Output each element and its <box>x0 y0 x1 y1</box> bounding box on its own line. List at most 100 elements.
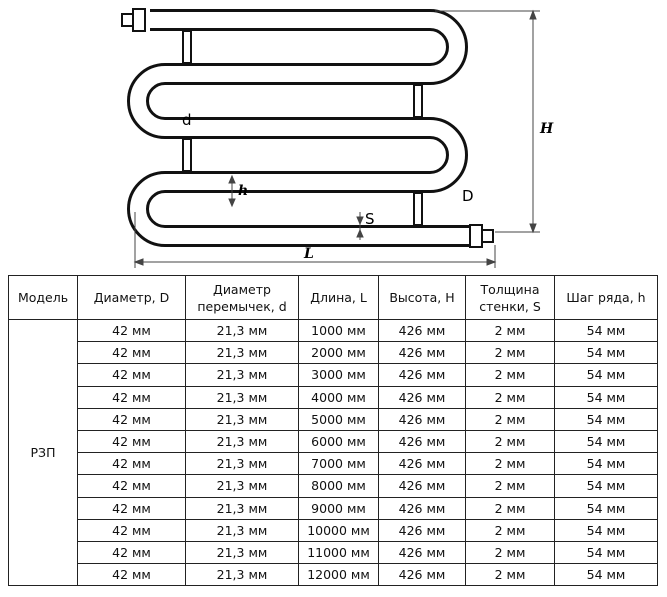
column-header-text: Шаг ряда, h <box>566 290 646 305</box>
table-cell: 54 мм <box>554 429 658 454</box>
table-cell: 42 мм <box>77 341 186 365</box>
table-cell: 426 мм <box>378 363 466 387</box>
table-cell: 2 мм <box>465 341 555 365</box>
column-header: Длина, L <box>298 275 379 320</box>
table-cell: 12000 мм <box>298 563 379 587</box>
pitch-dimension <box>228 174 236 208</box>
table-cell: 21,3 мм <box>185 540 299 565</box>
table-cell: 2 мм <box>465 540 555 565</box>
table-cell: 42 мм <box>77 540 186 565</box>
table-cell: 2 мм <box>465 363 555 387</box>
table-cell: 42 мм <box>77 474 186 498</box>
register-drawing: H L h S d D <box>121 8 554 268</box>
table-cell: 42 мм <box>77 452 186 476</box>
table-cell: 426 мм <box>378 429 466 454</box>
table-cell: 11000 мм <box>298 540 379 565</box>
table-cell: 54 мм <box>554 540 658 565</box>
table-cell: 21,3 мм <box>185 341 299 365</box>
column-header-text: Длина, L <box>310 290 367 305</box>
table-cell: 2 мм <box>465 385 555 409</box>
pitch-label: h <box>238 183 248 199</box>
table-cell: 42 мм <box>77 363 186 387</box>
model-cell: РЗП <box>8 318 78 587</box>
column-header-text: перемычек, d <box>197 298 287 314</box>
height-label: H <box>539 121 554 137</box>
table-cell: 2 мм <box>465 518 555 542</box>
length-label: L <box>303 246 314 262</box>
table-cell: 21,3 мм <box>185 429 299 454</box>
table-cell: 21,3 мм <box>185 318 299 343</box>
table-cell: 42 мм <box>77 318 186 343</box>
table-cell: 2 мм <box>465 452 555 476</box>
length-dimension <box>133 212 497 268</box>
column-header-text: Диаметр <box>213 281 271 297</box>
table-cell: 21,3 мм <box>185 496 299 520</box>
column-header-text: стенки, S <box>479 298 541 314</box>
column-header: Диаметр, D <box>77 275 186 320</box>
table-cell: 2000 мм <box>298 341 379 365</box>
table-cell: 2 мм <box>465 407 555 431</box>
jumpers <box>182 30 423 226</box>
table-cell: 426 мм <box>378 318 466 343</box>
table-cell: 54 мм <box>554 407 658 431</box>
table-cell: 1000 мм <box>298 318 379 343</box>
table-cell: 54 мм <box>554 363 658 387</box>
table-cell: 2 мм <box>465 563 555 587</box>
column-header: Шаг ряда, h <box>554 275 658 320</box>
table-cell: 21,3 мм <box>185 474 299 498</box>
column-header: Высота, H <box>378 275 466 320</box>
table-cell: 426 мм <box>378 452 466 476</box>
table-cell: 54 мм <box>554 518 658 542</box>
table-cell: 54 мм <box>554 496 658 520</box>
table-cell: 7000 мм <box>298 452 379 476</box>
table-cell: 426 мм <box>378 496 466 520</box>
wall-label: S <box>365 210 375 228</box>
table-cell: 10000 мм <box>298 518 379 542</box>
table-cell: 426 мм <box>378 540 466 565</box>
table-cell: 2 мм <box>465 429 555 454</box>
column-header-text: Модель <box>17 290 69 305</box>
table-cell: 54 мм <box>554 385 658 409</box>
table-cell: 426 мм <box>378 563 466 587</box>
table-cell: 54 мм <box>554 341 658 365</box>
serpentine-pipe <box>127 9 470 247</box>
inlet-fitting <box>121 8 146 32</box>
diameter-label: D <box>462 187 474 205</box>
table-cell: 42 мм <box>77 429 186 454</box>
table-cell: 426 мм <box>378 341 466 365</box>
table-cell: 21,3 мм <box>185 563 299 587</box>
table-cell: 9000 мм <box>298 496 379 520</box>
column-header: Модель <box>8 275 78 320</box>
table-cell: 54 мм <box>554 474 658 498</box>
column-header-text: Диаметр, D <box>93 290 170 305</box>
table-cell: 5000 мм <box>298 407 379 431</box>
table-cell: 21,3 мм <box>185 452 299 476</box>
table-cell: 2 мм <box>465 496 555 520</box>
wall-dimension <box>356 212 364 240</box>
table-cell: 21,3 мм <box>185 518 299 542</box>
table-cell: 54 мм <box>554 452 658 476</box>
table-cell: 21,3 мм <box>185 363 299 387</box>
column-header-text: Высота, H <box>389 290 455 305</box>
table-cell: 42 мм <box>77 518 186 542</box>
table-cell: 426 мм <box>378 518 466 542</box>
table-cell: 54 мм <box>554 563 658 587</box>
table-cell: 42 мм <box>77 407 186 431</box>
table-cell: 21,3 мм <box>185 385 299 409</box>
table-cell: 42 мм <box>77 563 186 587</box>
